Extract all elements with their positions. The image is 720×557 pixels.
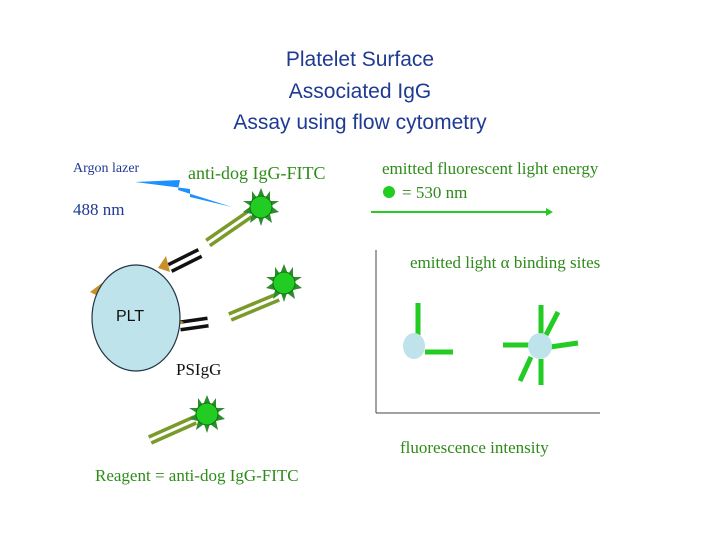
platelet-label: PLT — [116, 308, 145, 325]
laser-bolt-icon — [135, 180, 232, 207]
proportional-symbol: α — [500, 253, 510, 272]
antibody-complex-middle — [179, 263, 303, 332]
reagent-label: Reagent = anti-dog IgG-FITC — [95, 466, 299, 485]
proportional-label: emitted light α binding sites — [410, 253, 600, 273]
psigg-label: PSIgG — [176, 360, 222, 379]
conjugate-label: anti-dog IgG-FITC — [188, 163, 326, 183]
green-dot-icon — [383, 186, 395, 198]
binding-sites-text: binding sites — [513, 253, 601, 272]
arrow-head-icon — [546, 208, 553, 216]
emitted-energy-label: emitted fluorescent light energy — [382, 159, 599, 178]
emitted-light-text: emitted light — [410, 253, 497, 272]
title-line-2: Associated IgG — [288, 80, 432, 103]
antibody-complex-upper — [167, 187, 280, 273]
wavelength-in-label: 488 nm — [73, 200, 125, 219]
x-axis-label: fluorescence intensity — [400, 438, 549, 457]
reagent-antibody — [147, 394, 226, 445]
argon-laser-label: Argon lazer — [73, 161, 140, 176]
platelet-cell — [90, 256, 184, 372]
title-line-3: Assay using flow cytometry — [233, 111, 487, 134]
title-line-1: Platelet Surface — [285, 48, 435, 71]
emitted-wavelength-label: = 530 nm — [402, 183, 468, 202]
low-binding-platelet — [403, 303, 453, 359]
high-binding-platelet — [503, 305, 579, 385]
